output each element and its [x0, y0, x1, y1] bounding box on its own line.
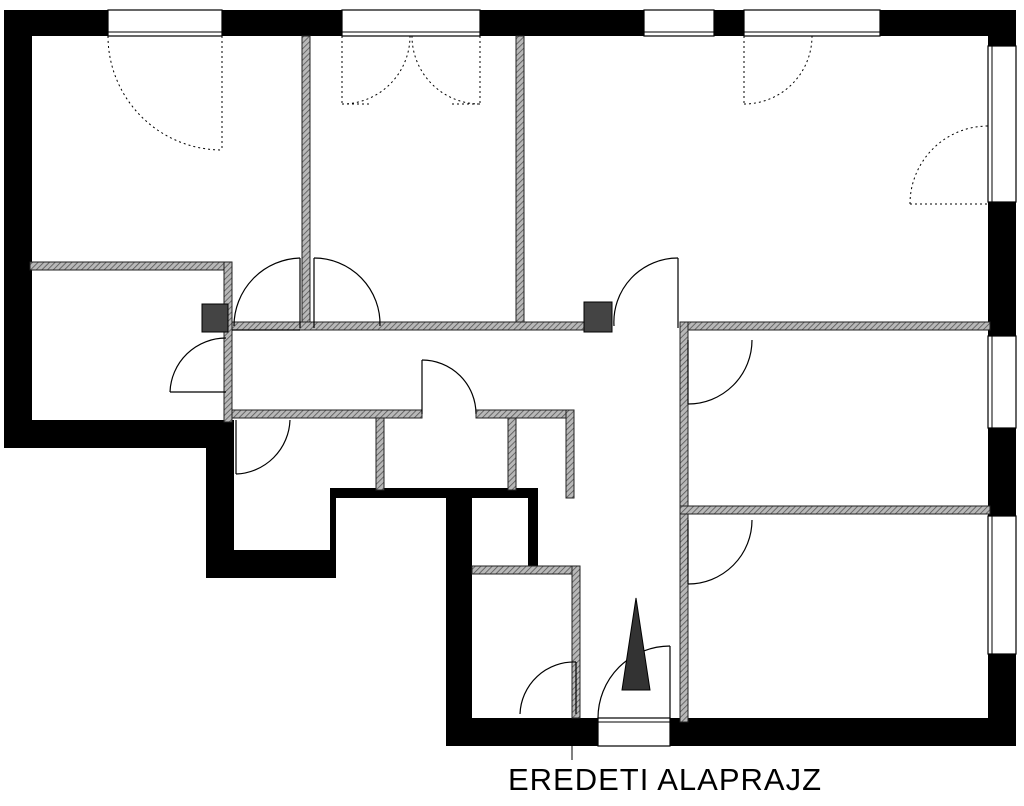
outer-walls — [4, 10, 1016, 746]
entrance-arrow-icon — [621, 597, 651, 691]
dashed-door-swings — [107, 35, 989, 205]
windows — [107, 9, 1017, 747]
partition-walls — [29, 35, 991, 723]
pillars — [201, 301, 613, 333]
window-lines — [108, 31, 993, 723]
plan-title: EREDETI ALAPRAJZ — [507, 762, 823, 797]
doors — [169, 257, 753, 719]
